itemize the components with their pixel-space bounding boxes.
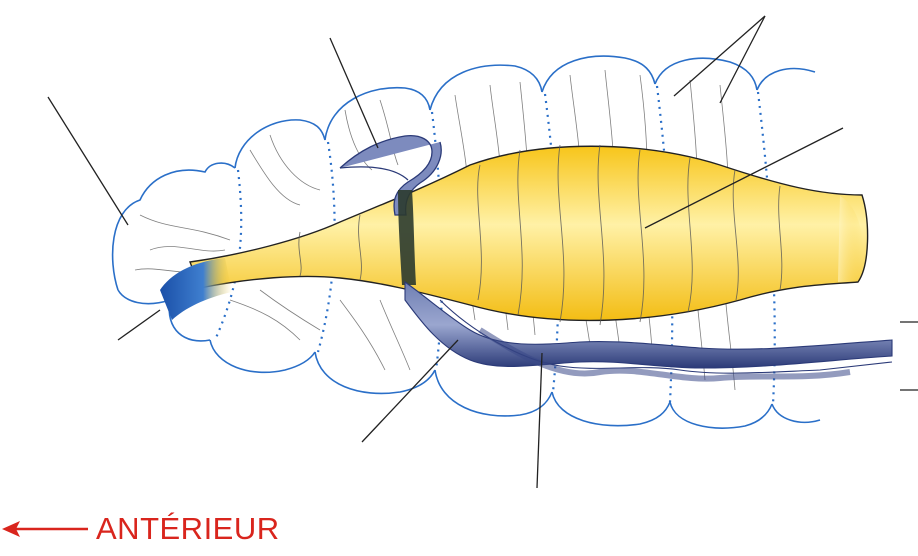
leader-line-1 <box>48 97 128 225</box>
leader-line-8 <box>537 353 542 488</box>
segment-upper-4 <box>430 65 542 110</box>
segment-upper-3 <box>325 88 430 140</box>
segment-lower-6 <box>670 402 772 428</box>
direction-label: ANTÉRIEUR <box>96 511 280 547</box>
segment-lower-2 <box>210 340 315 372</box>
segment-upper-7 <box>757 69 815 90</box>
segment-upper-5 <box>542 56 655 92</box>
leader-line-3 <box>674 16 765 96</box>
segment-lower-7 <box>772 404 820 422</box>
segment-upper-2 <box>235 120 325 168</box>
arrow-left-icon <box>2 519 88 539</box>
segment-lower-4 <box>435 370 552 416</box>
leader-line-2 <box>330 38 378 148</box>
leader-line-6 <box>118 310 160 340</box>
mouth <box>160 258 232 320</box>
anterior-direction: ANTÉRIEUR <box>2 509 280 549</box>
gut <box>160 145 868 325</box>
segment-lower-5 <box>552 392 670 426</box>
segment-upper-6 <box>655 58 757 90</box>
segment-lower-3 <box>315 352 435 393</box>
leader-line-4 <box>720 16 765 103</box>
